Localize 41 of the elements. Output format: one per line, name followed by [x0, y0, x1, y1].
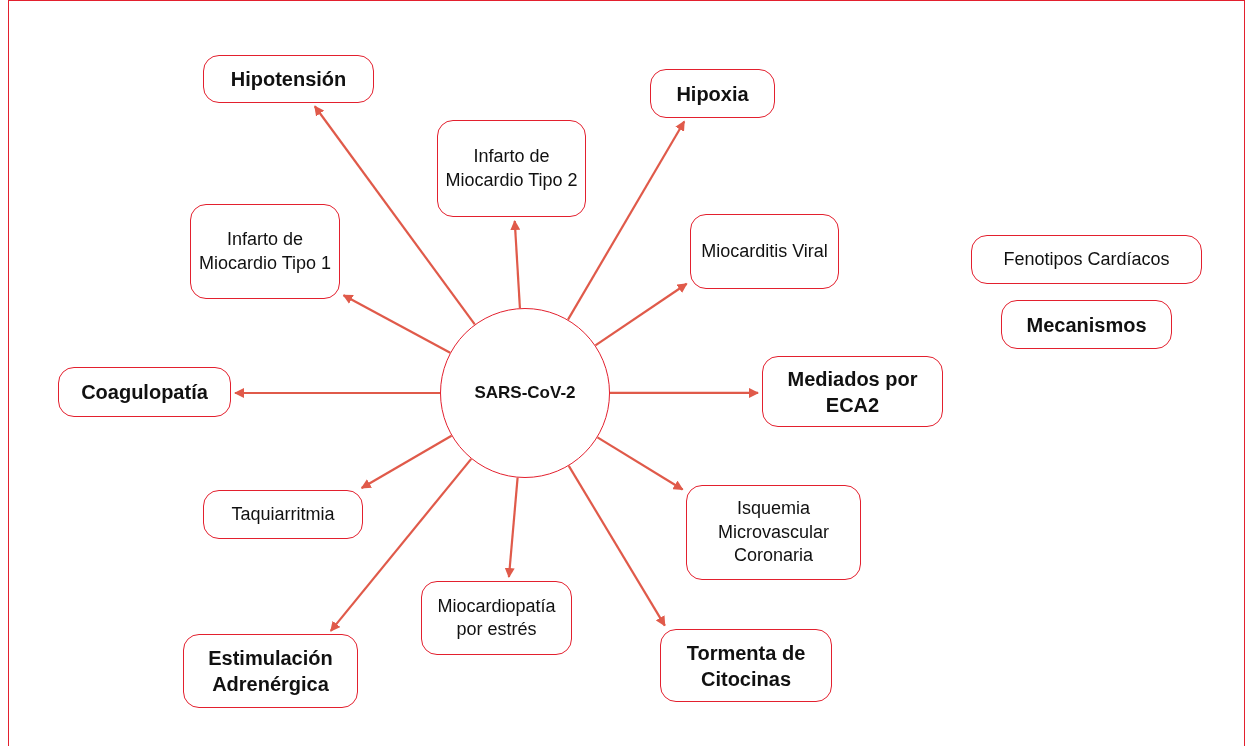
node-label: Miocarditis Viral	[701, 239, 828, 263]
node-label: Taquiarritmia	[231, 502, 335, 526]
phenotype-box	[421, 581, 572, 655]
node-label: Infarto de Miocardio Tipo 1	[197, 228, 333, 275]
arrow	[610, 387, 759, 398]
mechanism-box	[58, 367, 231, 417]
arrow	[510, 220, 522, 309]
node-label: Miocardiopatía por estrés	[436, 594, 557, 641]
node-label: Coagulopatía	[81, 380, 208, 405]
mechanism-box	[660, 629, 832, 702]
phenotype-box	[686, 485, 861, 580]
phenotype-box	[971, 235, 1202, 284]
node-label: Mediados por ECA2	[786, 366, 919, 418]
arrow	[596, 436, 684, 491]
node-label: Mecanismos	[1026, 312, 1147, 338]
phenotype-box	[190, 204, 340, 299]
arrow	[567, 465, 666, 627]
arrow	[342, 294, 451, 354]
node-label: SARS-CoV-2	[474, 381, 576, 404]
node-label: Fenotipos Cardíacos	[1003, 247, 1170, 271]
arrow	[594, 282, 688, 347]
node-label: Tormenta de Citocinas	[685, 640, 807, 692]
node-label: Infarto de Miocardio Tipo 2	[444, 145, 579, 192]
node-label: Hipoxia	[676, 81, 749, 107]
phenotype-box	[437, 120, 586, 217]
phenotype-box	[203, 490, 363, 539]
mechanism-box	[183, 634, 358, 708]
mechanism-box	[762, 356, 943, 427]
arrow	[329, 458, 473, 632]
arrow	[567, 120, 686, 321]
node-label: Hipotensión	[230, 67, 347, 92]
arrow	[360, 434, 453, 489]
arrow	[313, 105, 476, 326]
node-label: Isquemia Microvascular Coronaria	[717, 497, 830, 568]
arrow	[504, 477, 519, 578]
mechanism-box	[1001, 300, 1172, 349]
mechanism-box	[650, 69, 775, 118]
phenotype-box	[690, 214, 839, 289]
mechanism-box	[203, 55, 374, 103]
arrow	[234, 388, 440, 398]
node-label: Estimulación Adrenérgica	[207, 646, 334, 697]
